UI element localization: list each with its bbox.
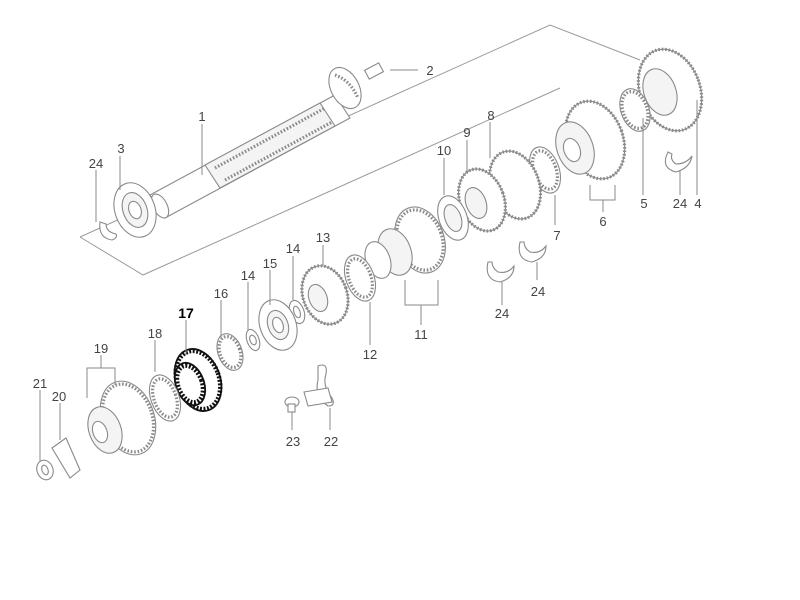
plate-20 <box>51 437 81 479</box>
label-3: 3 <box>117 141 124 156</box>
gear-17-highlighted <box>173 348 223 412</box>
label-24-mid-left: 24 <box>495 306 509 321</box>
label-1: 1 <box>198 109 205 124</box>
label-8: 8 <box>487 108 494 123</box>
label-15: 15 <box>263 256 277 271</box>
plate-22 <box>303 387 333 407</box>
bearing-3 <box>113 182 157 238</box>
label-10: 10 <box>437 143 451 158</box>
label-24-upper-left: 24 <box>89 156 103 171</box>
label-18: 18 <box>148 326 162 341</box>
label-17-highlighted: 17 <box>178 305 194 321</box>
label-7: 7 <box>553 228 560 243</box>
gear-6 <box>555 99 627 181</box>
gear-4 <box>636 47 704 133</box>
label-5: 5 <box>640 196 647 211</box>
clip-24-mid-b <box>486 261 515 283</box>
label-14-left: 14 <box>241 268 255 283</box>
label-12: 12 <box>363 347 377 362</box>
label-9: 9 <box>463 125 470 140</box>
nut-21 <box>36 459 54 481</box>
label-14-right: 14 <box>286 241 300 256</box>
label-20: 20 <box>52 389 66 404</box>
mainshaft <box>149 62 385 219</box>
part-labels: 1 2 3 4 5 6 7 8 9 10 11 12 13 14 14 15 1… <box>33 63 702 449</box>
ring-10 <box>437 195 469 241</box>
gear-19 <box>87 380 157 456</box>
clip-24-mid-a <box>518 241 547 263</box>
washer-14-left <box>245 328 261 352</box>
label-21: 21 <box>33 376 47 391</box>
bearing-15 <box>258 299 298 351</box>
sync-ring-18 <box>148 374 182 422</box>
leader-lines <box>39 69 698 462</box>
label-22: 22 <box>324 434 338 449</box>
label-13: 13 <box>316 230 330 245</box>
ring-12 <box>343 254 377 302</box>
bolt-23 <box>284 396 300 413</box>
label-24-mid-right: 24 <box>531 284 545 299</box>
assembly-frame-lower <box>79 87 561 276</box>
label-11: 11 <box>414 327 428 342</box>
clip-24-right <box>664 151 693 173</box>
label-19: 19 <box>94 341 108 356</box>
label-4: 4 <box>694 196 701 211</box>
needle-bearing-16 <box>216 333 244 371</box>
label-2: 2 <box>426 63 433 78</box>
label-24-upper-right: 24 <box>673 196 687 211</box>
clip-24-upper <box>99 221 118 241</box>
label-6: 6 <box>599 214 606 229</box>
label-23: 23 <box>286 434 300 449</box>
gear-13 <box>300 264 350 326</box>
label-16: 16 <box>214 286 228 301</box>
